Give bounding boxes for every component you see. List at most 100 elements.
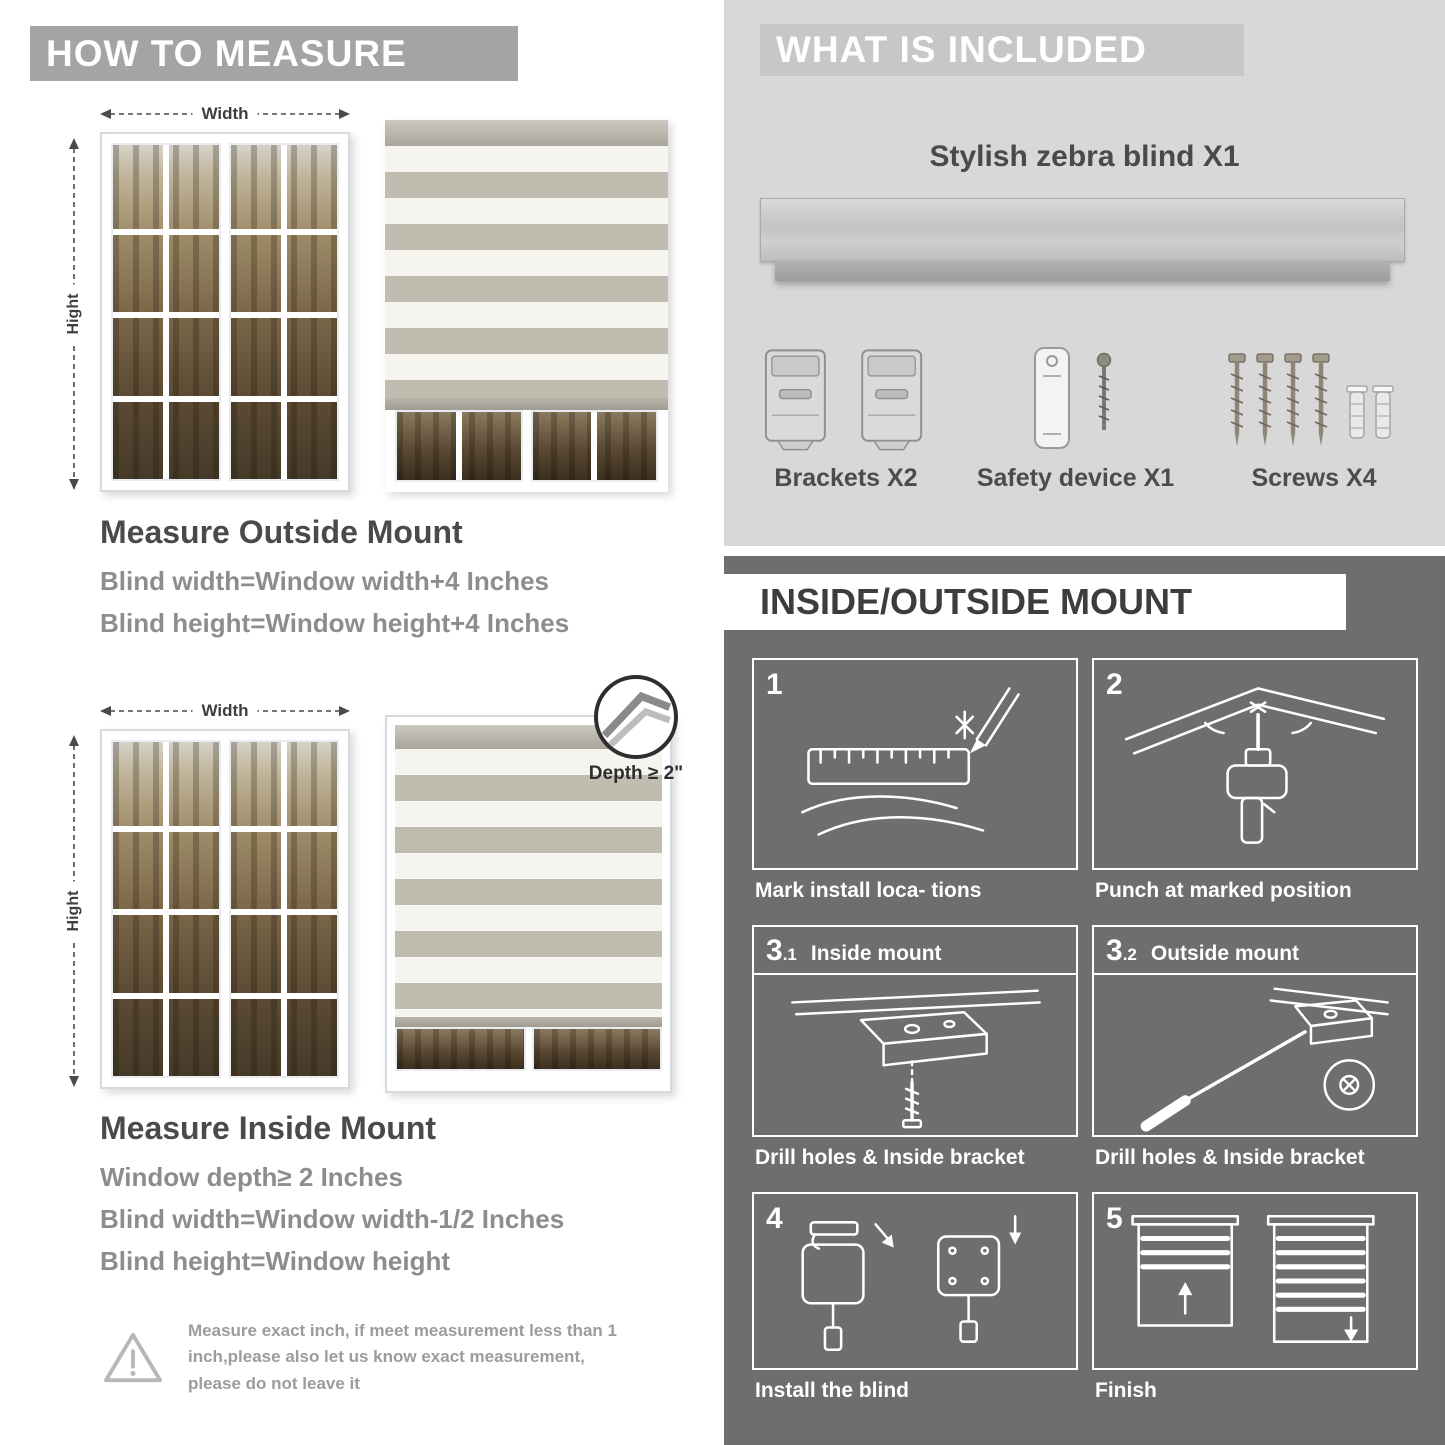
window-measure-diagram-inside: Width Hight — [55, 695, 355, 1095]
step-5-panel: 5 — [1092, 1192, 1418, 1370]
step-number: 2 — [1106, 668, 1123, 701]
outside-mount-title: Measure Outside Mount — [100, 514, 463, 550]
mark-locations-illustration — [801, 687, 1020, 836]
safety-device-icon — [977, 322, 1174, 454]
blind-bottom-rail — [395, 1017, 662, 1027]
window-bottom-visible — [385, 410, 668, 492]
step-number: 3 — [766, 934, 783, 967]
outside-formula-height: Blind height=Window height+4 Inches — [100, 608, 570, 638]
window-sash — [111, 143, 221, 481]
step-sub-number: .1 — [782, 945, 797, 964]
mount-instructions-section: INSIDE/OUTSIDE MOUNT 1 — [724, 556, 1445, 1445]
blind-bottom-rail — [385, 398, 668, 410]
step-number: 3 — [1106, 934, 1123, 967]
window-bottom-visible — [395, 1027, 662, 1071]
how-to-measure-banner: HOW TO MEASURE — [30, 26, 518, 81]
zebra-blind-inside-image: Depth ≥ 2" — [385, 675, 683, 1093]
outside-mount-diagrams: Width Hight — [55, 98, 670, 500]
width-arrow: Width — [100, 701, 350, 721]
step-3-1: 3.1 Inside mount — [752, 925, 1078, 1192]
zebra-stripes — [385, 146, 668, 398]
step-5: 5 Finish — [1092, 1192, 1418, 1425]
safety-device-label: Safety device X1 — [976, 464, 1175, 492]
width-label: Width — [192, 104, 258, 124]
step-2-caption: Punch at marked position — [1095, 879, 1352, 902]
step-number: 1 — [766, 668, 783, 701]
screws-icon — [1219, 322, 1409, 454]
step-4-caption: Install the blind — [755, 1379, 910, 1402]
finish-blinds-illustration — [1131, 1214, 1375, 1343]
step-3-2-header: 3.2 Outside mount — [1094, 927, 1416, 975]
blind-headrail-image — [760, 198, 1405, 281]
window-sash — [530, 410, 658, 482]
inside-formula-height: Blind height=Window height — [100, 1246, 450, 1276]
install-blind-illustration — [801, 1214, 1022, 1352]
brackets-label: Brackets X2 — [774, 464, 918, 492]
height-arrow: Hight — [64, 138, 84, 490]
width-arrow: Width — [100, 104, 350, 124]
width-label: Width — [192, 701, 258, 721]
window-photo — [100, 729, 350, 1089]
inside-mount-diagrams: Width Hight — [55, 675, 683, 1097]
mount-steps-grid: 1 Mark install loca- tions — [752, 658, 1418, 1425]
frame-corner-detail — [601, 691, 672, 751]
height-label: Hight — [65, 881, 83, 941]
warning-text: Measure exact inch, if meet measurement … — [188, 1321, 617, 1393]
included-item-brackets: Brackets X2 — [760, 322, 932, 493]
step-2-panel: 2 — [1092, 658, 1418, 870]
window-sash — [229, 143, 339, 481]
warning-triangle-icon — [104, 1332, 162, 1382]
width-arrow-line — [100, 706, 350, 716]
depth-label: Depth ≥ 2" — [588, 763, 684, 784]
step-5-caption: Finish — [1095, 1379, 1157, 1402]
magnifier-circle-icon — [594, 675, 678, 759]
what-is-included-banner: WHAT IS INCLUDED — [760, 24, 1244, 76]
outside-formula-width: Blind width=Window width+4 Inches — [100, 566, 549, 596]
height-label: Hight — [65, 284, 83, 344]
step-tag: Outside mount — [1150, 942, 1300, 965]
mount-banner: INSIDE/OUTSIDE MOUNT — [724, 574, 1346, 630]
step-4: 4 — [752, 1192, 1078, 1425]
included-item-screws: Screws X4 — [1219, 322, 1409, 493]
product-title: Stylish zebra blind X1 — [929, 140, 1240, 173]
window-sash — [395, 1027, 526, 1071]
headrail-lip — [775, 261, 1390, 281]
step-tag: Inside mount — [810, 942, 942, 965]
zebra-blind-outside-image — [385, 120, 668, 492]
step-1-caption: Mark install loca- tions — [755, 879, 982, 902]
step-1: 1 Mark install loca- tions — [752, 658, 1078, 925]
step-2: 2 Punch at marked position — [1092, 658, 1418, 925]
window-sash — [395, 410, 523, 482]
measurement-warning: Measure exact inch, if meet measurement … — [102, 1318, 632, 1397]
window-measure-diagram-outside: Width Hight — [55, 98, 355, 498]
step-1-panel: 1 — [752, 658, 1078, 870]
screws-label: Screws X4 — [1251, 464, 1377, 492]
inside-formula-depth: Window depth≥ 2 Inches — [100, 1162, 403, 1192]
drill-illustration — [1124, 687, 1386, 844]
step-number: 5 — [1106, 1202, 1123, 1235]
window-sash — [229, 740, 339, 1078]
outside-bracket-illustration — [1140, 987, 1389, 1132]
step-3-2: 3.2 Outside mount — [1092, 925, 1418, 1192]
step-3-1-header: 3.1 Inside mount — [754, 927, 1076, 975]
inside-formula-width: Blind width=Window width-1/2 Inches — [100, 1204, 565, 1234]
inside-mount-title: Measure Inside Mount — [100, 1110, 437, 1146]
window-sash — [531, 1027, 662, 1071]
width-arrow-line — [100, 109, 350, 119]
step-sub-number: .2 — [1122, 945, 1137, 964]
included-items-row: Brackets X2 — [760, 322, 1409, 493]
height-arrow: Hight — [64, 735, 84, 1087]
inside-bracket-illustration — [791, 989, 1041, 1129]
step-3-1-caption: Drill holes & Inside bracket — [755, 1146, 1025, 1169]
step-4-panel: 4 — [752, 1192, 1078, 1370]
step-3-2-panel: 3.2 Outside mount — [1092, 925, 1418, 1137]
blind-cassette — [385, 120, 668, 146]
how-to-measure-section: HOW TO MEASURE Width — [0, 0, 712, 1445]
step-3-2-caption: Drill holes & Inside bracket — [1095, 1146, 1365, 1169]
included-item-safety-device: Safety device X1 — [977, 322, 1174, 493]
step-3-1-panel: 3.1 Inside mount — [752, 925, 1078, 1137]
brackets-icon — [760, 322, 932, 454]
step-number: 4 — [766, 1202, 783, 1235]
window-photo — [100, 132, 350, 492]
